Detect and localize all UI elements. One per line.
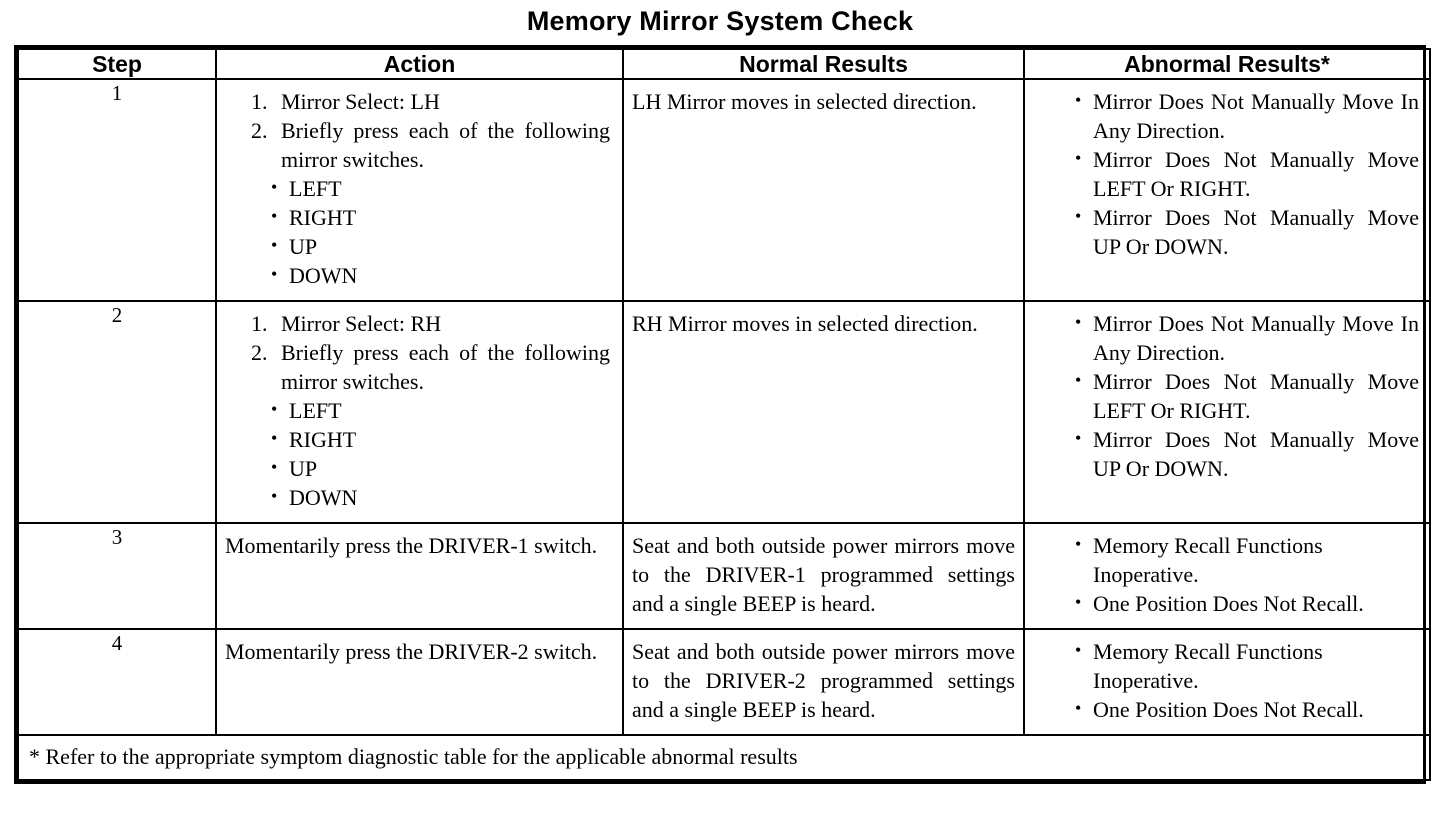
abnormal-results-list: Mirror Does Not Manually Move In Any Dir… [1033,308,1421,483]
abnormal-results-list: Memory Recall Functions Inoperative. One… [1033,636,1421,724]
action-step-item: 2. Briefly press each of the following m… [251,338,610,396]
abnormal-results-item: One Position Does Not Recall. [1073,588,1419,618]
column-header-abnormal-results: Abnormal Results* [1023,48,1431,80]
abnormal-results-content: Memory Recall Functions Inoperative. One… [1025,630,1429,734]
abnormal-results-item: Mirror Does Not Manually Move UP Or DOWN… [1073,202,1419,261]
action-step-item: 1. Mirror Select: RH [251,309,610,338]
action-step-text: Mirror Select: RH [281,311,442,336]
action-step-number: 1. [251,311,268,336]
abnormal-results-item: Mirror Does Not Manually Move LEFT Or RI… [1073,144,1419,203]
table-row: 3 Momentarily press the DRIVER-1 switch.… [17,522,1431,630]
table-row: 2 1. Mirror Select: RH 2. Briefly pres [17,300,1431,524]
mirror-switch-item: UP [269,453,614,483]
abnormal-results-item: Memory Recall Functions Inoperative. [1073,636,1419,695]
mirror-switch-list: LEFT RIGHT UP DOWN [225,173,614,290]
mirror-switch-item: DOWN [269,482,614,512]
step-number: 2 [17,300,217,524]
abnormal-results-item: Mirror Does Not Manually Move LEFT Or RI… [1073,366,1419,425]
column-header-step: Step [17,48,217,80]
action-step-item: 1. Mirror Select: LH [251,87,610,116]
mirror-switch-item: UP [269,231,614,261]
action-cell: 1. Mirror Select: RH 2. Briefly press ea… [215,300,624,524]
action-step-text: Mirror Select: LH [281,89,440,114]
table-row: 4 Momentarily press the DRIVER-2 switch.… [17,628,1431,736]
step-number: 3 [17,522,217,630]
action-step-item: 2. Briefly press each of the following m… [251,116,610,174]
abnormal-results-item: One Position Does Not Recall. [1073,694,1419,724]
normal-results-cell: RH Mirror moves in selected direction. [622,300,1025,524]
action-step-number: 2. [251,340,268,365]
normal-results-cell: LH Mirror moves in selected direction. [622,78,1025,302]
action-step-number: 2. [251,118,268,143]
step-number: 4 [17,628,217,736]
page-title: Memory Mirror System Check [526,6,914,36]
footnote-row: * Refer to the appropriate symptom diagn… [17,734,1431,781]
footnote-cell: * Refer to the appropriate symptom diagn… [17,734,1431,781]
mirror-switch-item: LEFT [269,395,614,425]
abnormal-results-item: Memory Recall Functions Inoperative. [1073,530,1419,589]
abnormal-results-item: Mirror Does Not Manually Move In Any Dir… [1073,86,1419,145]
table-header: Step Action Normal Results Abnormal Resu… [17,48,1431,80]
mirror-switch-item: RIGHT [269,202,614,232]
system-check-table-container: Step Action Normal Results Abnormal Resu… [14,45,1431,784]
abnormal-results-list: Mirror Does Not Manually Move In Any Dir… [1033,86,1421,261]
mirror-switch-item: DOWN [269,260,614,290]
action-cell: Momentarily press the DRIVER-2 switch. [215,628,624,736]
action-step-text: Briefly press each of the following mirr… [281,340,610,394]
step-number: 1 [17,78,217,302]
action-step-list: 1. Mirror Select: RH 2. Briefly press ea… [225,309,614,396]
column-header-normal-results: Normal Results [622,48,1025,80]
footnote-text: * Refer to the appropriate symptom diagn… [29,744,798,769]
action-cell: 1. Mirror Select: LH 2. Briefly press ea… [215,78,624,302]
abnormal-results-cell: Mirror Does Not Manually Move In Any Dir… [1023,78,1431,302]
normal-results-text: LH Mirror moves in selected direction. [632,89,977,114]
system-check-table: Step Action Normal Results Abnormal Resu… [17,48,1431,781]
normal-results-text: RH Mirror moves in selected direction. [632,311,978,336]
action-content: 1. Mirror Select: RH 2. Briefly press ea… [217,302,622,522]
action-text: Momentarily press the DRIVER-1 switch. [225,533,598,558]
table-row: 1 1. Mirror Select: LH 2. Briefly pres [17,78,1431,302]
mirror-switch-item: LEFT [269,173,614,203]
abnormal-results-cell: Memory Recall Functions Inoperative. One… [1023,522,1431,630]
action-cell: Momentarily press the DRIVER-1 switch. [215,522,624,630]
normal-results-text: Seat and both outside power mirrors move… [632,533,1015,616]
normal-results-cell: Seat and both outside power mirrors move… [622,522,1025,630]
action-text: Momentarily press the DRIVER-2 switch. [225,639,598,664]
abnormal-results-content: Mirror Does Not Manually Move In Any Dir… [1025,80,1429,271]
table-body: 1 1. Mirror Select: LH 2. Briefly pres [17,78,1431,781]
mirror-switch-item: RIGHT [269,424,614,454]
abnormal-results-content: Memory Recall Functions Inoperative. One… [1025,524,1429,628]
table-header-row: Step Action Normal Results Abnormal Resu… [17,48,1431,80]
action-step-text: Briefly press each of the following mirr… [281,118,610,172]
action-step-number: 1. [251,89,268,114]
abnormal-results-item: Mirror Does Not Manually Move In Any Dir… [1073,308,1419,367]
abnormal-results-content: Mirror Does Not Manually Move In Any Dir… [1025,302,1429,493]
abnormal-results-cell: Memory Recall Functions Inoperative. One… [1023,628,1431,736]
abnormal-results-list: Memory Recall Functions Inoperative. One… [1033,530,1421,618]
abnormal-results-cell: Mirror Does Not Manually Move In Any Dir… [1023,300,1431,524]
action-content: 1. Mirror Select: LH 2. Briefly press ea… [217,80,622,300]
normal-results-cell: Seat and both outside power mirrors move… [622,628,1025,736]
normal-results-text: Seat and both outside power mirrors move… [632,639,1015,722]
abnormal-results-item: Mirror Does Not Manually Move UP Or DOWN… [1073,424,1419,483]
mirror-switch-list: LEFT RIGHT UP DOWN [225,395,614,512]
action-step-list: 1. Mirror Select: LH 2. Briefly press ea… [225,87,614,174]
column-header-action: Action [215,48,624,80]
